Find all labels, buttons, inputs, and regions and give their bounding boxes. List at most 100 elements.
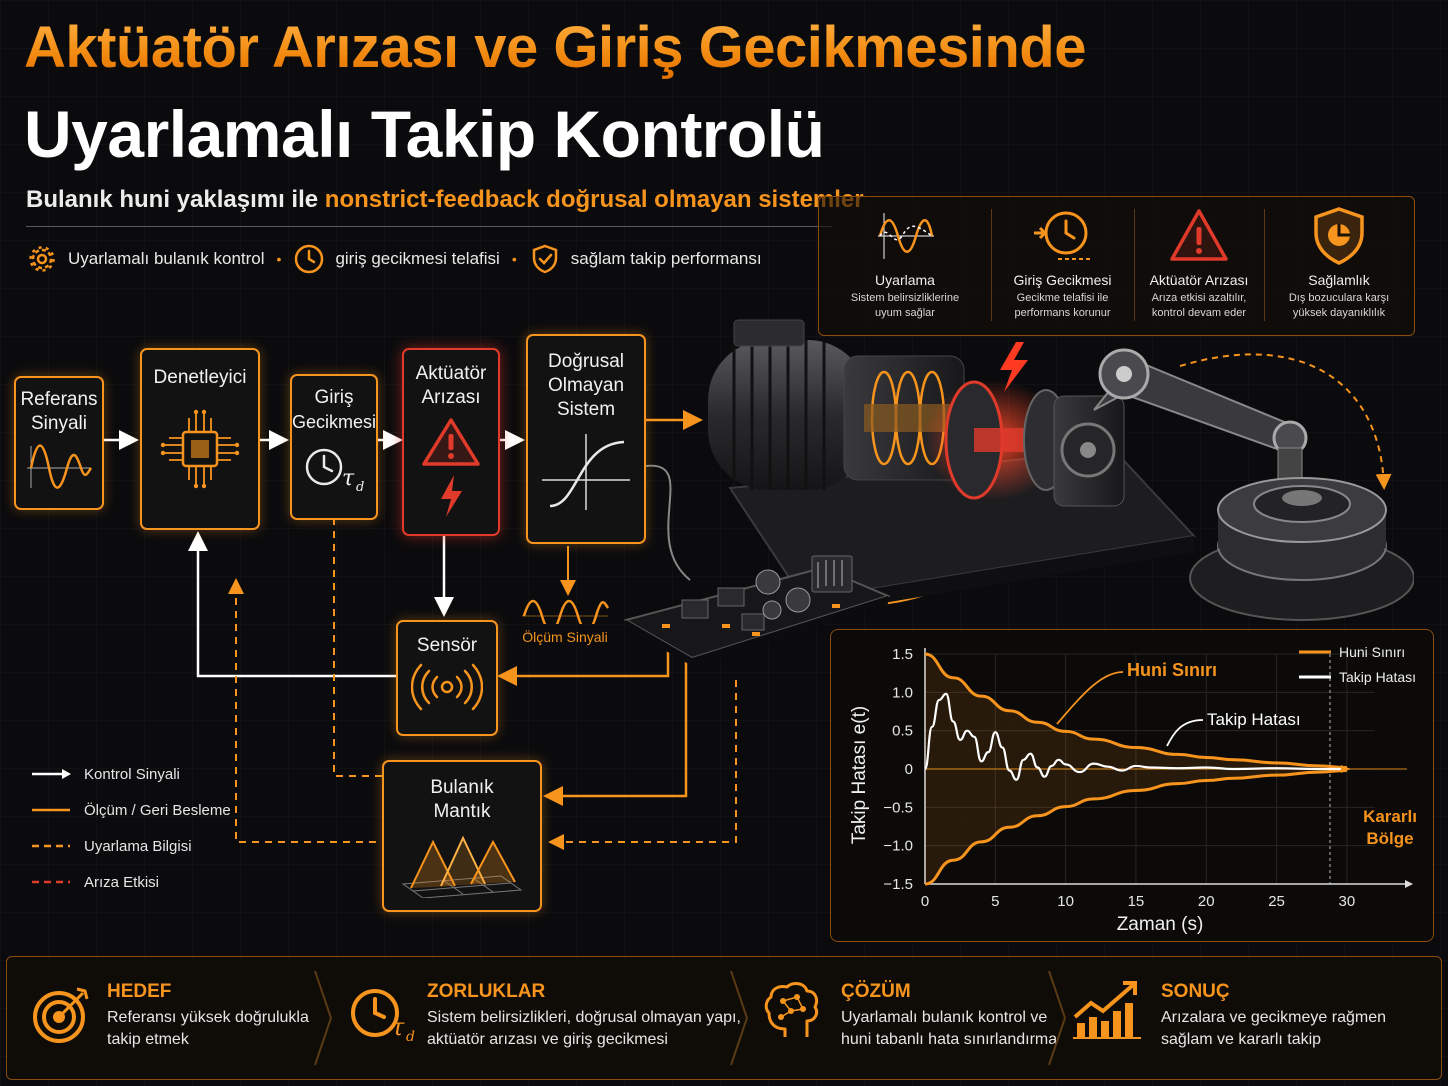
x-tick-label: 15 xyxy=(1128,893,1145,910)
x-tick-label: 0 xyxy=(921,893,929,910)
tracking-error-line xyxy=(923,692,1347,781)
membership-function-icon xyxy=(401,835,523,899)
target-icon xyxy=(33,987,89,1043)
summary-text: Referansı yüksek doğrulukla takip etmek xyxy=(107,1007,309,1051)
key-point-label: Uyarlamalı bulanık kontrol xyxy=(68,249,265,268)
summary-title: HEDEF xyxy=(107,981,172,1002)
legend-label: Uyarlama Bilgisi xyxy=(84,837,192,855)
summary-card-challenges: τ d ZORLUKLAR Sistem belirsizlikleri, do… xyxy=(341,957,741,1079)
feature-title: Uyarlama xyxy=(875,272,935,288)
actuator-fault-block: Aktüatör Arızası xyxy=(402,348,500,536)
legend-label: Ölçüm / Geri Besleme xyxy=(84,801,231,819)
x-axis-label: Zaman (s) xyxy=(1117,914,1204,935)
y-tick-label: −1.5 xyxy=(883,876,913,893)
nonlinear-label-2: Olmayan xyxy=(547,375,625,396)
title-line-1: Aktüatör Arızası ve Giriş Gecikmesinde xyxy=(24,15,1086,80)
summary-line-1: Sistem belirsizlikleri, doğrusal olmayan… xyxy=(427,1009,741,1026)
feature-desc-1: Gecikme telafisi ile xyxy=(1016,292,1109,304)
y-tick-label: 0 xyxy=(905,761,913,778)
feature-divider xyxy=(1264,209,1265,321)
legend-label-funnel: Huni Sınırı xyxy=(1339,644,1405,660)
key-point-robust: sağlam takip performansı xyxy=(529,243,762,275)
controller-label: Denetleyici xyxy=(153,367,247,388)
feature-desc-1: Dış bozuculara karşı xyxy=(1288,292,1390,304)
feature-title: Giriş Gecikmesi xyxy=(1013,272,1112,288)
warning-icon xyxy=(422,418,480,466)
measurement-signal: Ölçüm Sinyali xyxy=(510,594,620,645)
legend-item: Uyarlama Bilgisi xyxy=(32,828,231,864)
shield-icon xyxy=(1314,207,1364,265)
sensor-block: Sensör xyxy=(396,620,498,736)
x-tick-label: 5 xyxy=(991,893,999,910)
sensor-label: Sensör xyxy=(416,635,478,656)
x-tick-label: 25 xyxy=(1268,893,1285,910)
input-delay-label-1: Giriş xyxy=(314,387,354,408)
fuzzy-label-2: Mantık xyxy=(433,801,491,822)
fuzzy-logic-block: Bulanık Mantık xyxy=(382,760,542,912)
summary-line-1: Referansı yüksek doğrulukla xyxy=(107,1009,309,1026)
feature-adaptation: Uyarlama Sistem belirsizliklerine uyum s… xyxy=(819,197,991,335)
clock-icon xyxy=(351,989,399,1037)
funnel-annotation: Huni Sınırı xyxy=(1127,660,1217,680)
adaptation-wave-icon xyxy=(878,213,934,259)
x-tick-label: 30 xyxy=(1339,893,1356,910)
stable-zone-label-2: Bölge xyxy=(1366,829,1413,848)
feature-desc-1: Sistem belirsizliklerine xyxy=(850,292,960,304)
key-point-delay: giriş gecikmesi telafisi xyxy=(293,243,500,275)
sigmoid-curve-icon xyxy=(542,434,630,510)
bullet-separator: • xyxy=(511,251,517,267)
summary-title: SONUÇ xyxy=(1161,981,1230,1002)
summary-title: ÇÖZÜM xyxy=(841,981,911,1002)
summary-line-2: takip etmek xyxy=(107,1031,189,1048)
fuzzy-label-1: Bulanık xyxy=(430,777,494,798)
y-tick-label: −1.0 xyxy=(883,838,913,855)
input-delay-block: Giriş Gecikmesi τ d xyxy=(290,374,378,520)
subtitle-divider xyxy=(26,226,832,227)
hardware-illustration xyxy=(708,319,1414,621)
summary-title: ZORLUKLAR xyxy=(427,981,546,1002)
stable-zone-label-1: Kararlı xyxy=(1363,807,1417,826)
legend-label: Kontrol Sinyali xyxy=(84,765,180,783)
actuator-fault-label-1: Aktüatör xyxy=(415,363,487,384)
feature-panel: Uyarlama Sistem belirsizliklerine uyum s… xyxy=(818,196,1415,336)
funnel-upper-bound xyxy=(924,652,1347,769)
tau-symbol: τ xyxy=(342,466,355,491)
y-tick-label: 0.5 xyxy=(892,723,913,740)
warning-icon xyxy=(1170,209,1228,261)
chevron-right-icon xyxy=(730,970,749,1066)
delay-icon: τ d xyxy=(347,983,423,1053)
feature-title: Sağlamlık xyxy=(1308,272,1370,288)
lightning-icon xyxy=(441,475,462,517)
tau-subscript: d xyxy=(356,480,365,495)
summary-card-solution: ÇÖZÜM Uyarlamalı bulanık kontrol ve huni … xyxy=(757,957,1057,1079)
y-tick-label: 1.5 xyxy=(892,646,913,663)
feature-input-delay: Giriş Gecikmesi Gecikme telafisi ile per… xyxy=(991,197,1134,335)
fault-lightning-icon xyxy=(1000,342,1028,392)
legend-label-error: Takip Hatası xyxy=(1339,669,1416,685)
feature-robustness: Sağlamlık Dış bozuculara karşı yüksek da… xyxy=(1264,197,1414,335)
reference-signal-block: Referans Sinyali xyxy=(14,376,104,510)
chevron-right-icon xyxy=(314,970,333,1066)
input-delay-label-2: Gecikmesi xyxy=(292,412,377,432)
summary-line-2: huni tabanlı hata sınırlandırma xyxy=(841,1031,1058,1048)
solid-orange-line-icon xyxy=(32,808,70,812)
nonlinear-label-1: Doğrusal xyxy=(547,351,625,372)
y-tick-label: −0.5 xyxy=(883,799,913,816)
line-legend: Kontrol Sinyali Ölçüm / Geri Besleme Uya… xyxy=(32,756,231,900)
error-annotation: Takip Hatası xyxy=(1207,710,1301,729)
circuit-board xyxy=(623,555,891,666)
key-points: Uyarlamalı bulanık kontrol • giriş gecik… xyxy=(26,243,762,275)
delay-clock-icon xyxy=(1033,211,1090,260)
feature-divider xyxy=(1134,209,1135,321)
summary-line-1: Uyarlamalı bulanık kontrol ve xyxy=(841,1009,1048,1026)
error-annotation-pointer xyxy=(1166,719,1204,747)
feature-actuator-fault: Aktüatör Arızası Arıza etkisi azaltılır,… xyxy=(1134,197,1264,335)
legend-item: Arıza Etkisi xyxy=(32,864,231,900)
controller-block: Denetleyici xyxy=(140,348,260,530)
feature-desc-2: yüksek dayanıklılık xyxy=(1292,307,1386,319)
summary-line-2: aktüatör arızası ve giriş gecikmesi xyxy=(427,1031,668,1048)
chip-icon xyxy=(160,409,240,489)
